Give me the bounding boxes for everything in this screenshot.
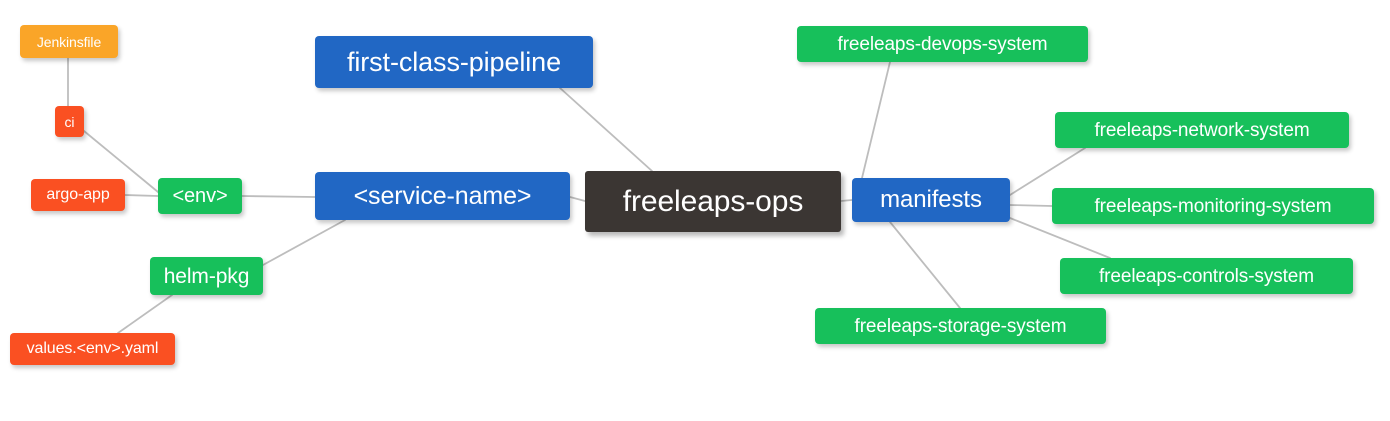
- edge-service-name-to-helm-pkg: [262, 219, 346, 266]
- node-label-service-name: <service-name>: [353, 181, 532, 210]
- node-label-ci: ci: [64, 113, 75, 130]
- node-argo-app[interactable]: argo-app: [31, 179, 125, 211]
- node-label-jenkinsfile: Jenkinsfile: [36, 33, 102, 50]
- node-freeleaps-devops-system[interactable]: freeleaps-devops-system: [797, 26, 1088, 62]
- node-label-helm-pkg: helm-pkg: [163, 264, 250, 288]
- node-values-env-yaml[interactable]: values.<env>.yaml: [10, 333, 175, 365]
- node-label-freeleaps-devops-system: freeleaps-devops-system: [837, 33, 1048, 55]
- node-service-name[interactable]: <service-name>: [315, 172, 570, 220]
- node-jenkinsfile[interactable]: Jenkinsfile: [20, 25, 118, 58]
- node-label-freeleaps-network-system: freeleaps-network-system: [1094, 119, 1310, 141]
- node-label-freeleaps-controls-system: freeleaps-controls-system: [1098, 265, 1315, 287]
- node-label-freeleaps-ops: freeleaps-ops: [622, 184, 804, 218]
- edge-manifests-to-freeleaps-storage-system: [889, 221, 961, 309]
- node-env[interactable]: <env>: [158, 178, 242, 214]
- node-first-class-pipeline[interactable]: first-class-pipeline: [315, 36, 593, 88]
- edge-service-name-to-env: [241, 195, 316, 198]
- edge-helm-pkg-to-values-env-yaml: [117, 294, 173, 334]
- node-label-values-env-yaml: values.<env>.yaml: [26, 340, 159, 357]
- edge-manifests-to-freeleaps-devops-system: [861, 61, 891, 179]
- node-freeleaps-network-system[interactable]: freeleaps-network-system: [1055, 112, 1349, 148]
- node-helm-pkg[interactable]: helm-pkg: [150, 257, 263, 295]
- node-label-first-class-pipeline: first-class-pipeline: [346, 46, 562, 77]
- node-label-env: <env>: [172, 185, 228, 207]
- node-label-freeleaps-monitoring-system: freeleaps-monitoring-system: [1094, 195, 1332, 217]
- edge-freeleaps-ops-to-first-class-pipeline: [559, 87, 653, 172]
- edge-env-to-argo-app: [124, 194, 159, 197]
- node-label-freeleaps-storage-system: freeleaps-storage-system: [854, 315, 1067, 337]
- node-label-argo-app: argo-app: [46, 186, 110, 203]
- node-ci[interactable]: ci: [55, 106, 84, 137]
- edge-freeleaps-ops-to-service-name: [569, 196, 586, 202]
- edge-manifests-to-freeleaps-monitoring-system: [1009, 204, 1053, 207]
- node-freeleaps-ops[interactable]: freeleaps-ops: [585, 171, 841, 232]
- node-freeleaps-controls-system[interactable]: freeleaps-controls-system: [1060, 258, 1353, 294]
- node-freeleaps-monitoring-system[interactable]: freeleaps-monitoring-system: [1052, 188, 1374, 224]
- node-freeleaps-storage-system[interactable]: freeleaps-storage-system: [815, 308, 1106, 344]
- edge-freeleaps-ops-to-manifests: [840, 199, 853, 202]
- node-manifests[interactable]: manifests: [852, 178, 1010, 222]
- node-label-manifests: manifests: [880, 186, 982, 213]
- edge-manifests-to-freeleaps-controls-system: [1009, 217, 1111, 259]
